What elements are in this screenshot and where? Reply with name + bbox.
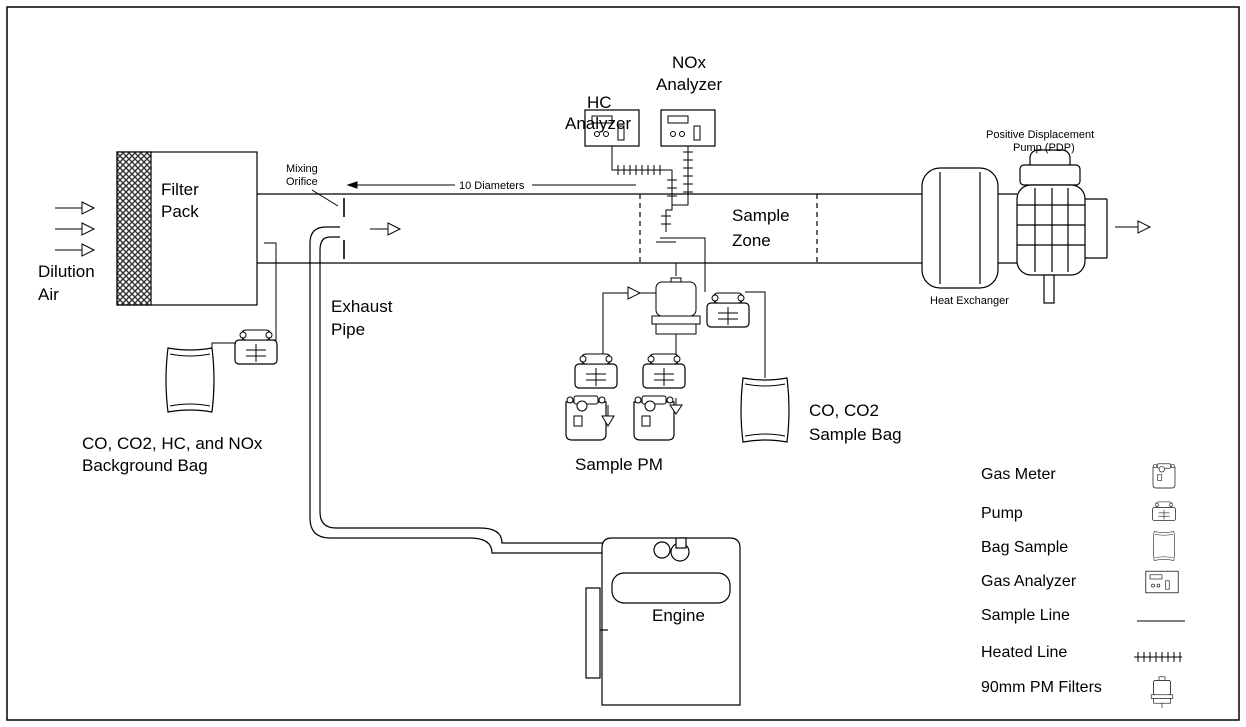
mixing-orifice	[311, 189, 345, 259]
pm-pump-1-icon	[574, 353, 618, 389]
bag-sample-icon	[1152, 531, 1176, 561]
ten-diameters-dimension	[346, 181, 636, 189]
pm-filter-body	[651, 281, 701, 345]
nox-analyzer-label-2: Analyzer	[656, 75, 722, 94]
dilution-air-label-1: Dilution	[38, 262, 95, 281]
filter-pack-label-1: Filter	[161, 180, 199, 199]
background-bag-label-2: Background Bag	[82, 456, 208, 475]
exit-arrow	[1115, 220, 1152, 234]
co-co2-sample-bag-icon	[740, 377, 790, 443]
co-bag-label-2: Sample Bag	[809, 425, 902, 444]
pm-filter-icon	[1150, 676, 1174, 709]
legend-label-bag-sample: Bag Sample	[981, 539, 1068, 556]
mixing-orifice-label-1: Mixing	[286, 163, 318, 175]
gas-meter-outlets	[601, 398, 683, 427]
dilution-air-arrows	[55, 201, 96, 257]
positive-displacement-pump	[1016, 149, 1086, 304]
heated-line-icon	[1134, 652, 1182, 662]
pump-icon	[1152, 501, 1176, 521]
pm-flow-arrow	[627, 286, 642, 300]
pdp-label-2: Pump (PDP)	[1013, 142, 1075, 154]
frame-border	[6, 6, 1240, 721]
filter-pack	[116, 151, 258, 306]
pdp-label-1: Positive Displacement	[986, 129, 1094, 141]
heat-exchanger-label: Heat Exchanger	[930, 295, 1009, 307]
nox-analyzer-label-1: NOx	[672, 53, 707, 72]
gas-analyzer-icon	[1145, 570, 1179, 594]
mixing-orifice-label-2: Orifice	[286, 176, 318, 188]
sample-zone-label-1: Sample	[732, 206, 790, 225]
heat-exchanger	[921, 167, 999, 289]
nox-analyzer-icon	[660, 109, 716, 147]
heated-lines	[611, 146, 693, 232]
sample-pm-label: Sample PM	[575, 455, 663, 474]
legend-label-gas-meter: Gas Meter	[981, 466, 1056, 483]
hc-analyzer-label-1: HC	[587, 93, 612, 112]
legend: Gas Meter Pump Bag Sample Gas Analyzer S…	[981, 463, 1185, 709]
co-bag-label-1: CO, CO2	[809, 401, 879, 420]
exhaust-pipe-label-1: Exhaust	[331, 297, 393, 316]
filter-pack-label-2: Pack	[161, 202, 199, 221]
pm-pump-2-icon	[642, 353, 686, 389]
gas-meter-icon	[1152, 463, 1176, 489]
sample-probes	[656, 237, 706, 292]
background-bag-icon	[165, 347, 215, 413]
flow-arrow	[370, 222, 402, 236]
legend-label-gas-analyzer: Gas Analyzer	[981, 573, 1077, 590]
exhaust-pipe	[309, 226, 660, 554]
dilution-air-label-2: Air	[38, 285, 59, 304]
exhaust-pipe-label-2: Pipe	[331, 320, 365, 339]
legend-label-pm-filters: 90mm PM Filters	[981, 679, 1102, 696]
ten-diameters-label: 10 Diameters	[459, 180, 525, 192]
engine	[585, 537, 741, 706]
legend-label-pump: Pump	[981, 505, 1023, 522]
pm-gas-meter-2-icon	[633, 395, 675, 441]
bag-pump-icon	[706, 292, 750, 328]
engine-label: Engine	[652, 606, 705, 625]
hc-analyzer-label-2: Analyzer	[565, 114, 631, 133]
legend-label-sample-line: Sample Line	[981, 607, 1070, 624]
pm-gas-meter-1-icon	[565, 395, 607, 441]
background-pump-icon	[234, 329, 278, 365]
sample-zone-label-2: Zone	[732, 231, 771, 250]
legend-label-heated-line: Heated Line	[981, 644, 1067, 661]
background-bag-line	[211, 242, 277, 348]
background-bag-label-1: CO, CO2, HC, and NOx	[82, 434, 263, 453]
